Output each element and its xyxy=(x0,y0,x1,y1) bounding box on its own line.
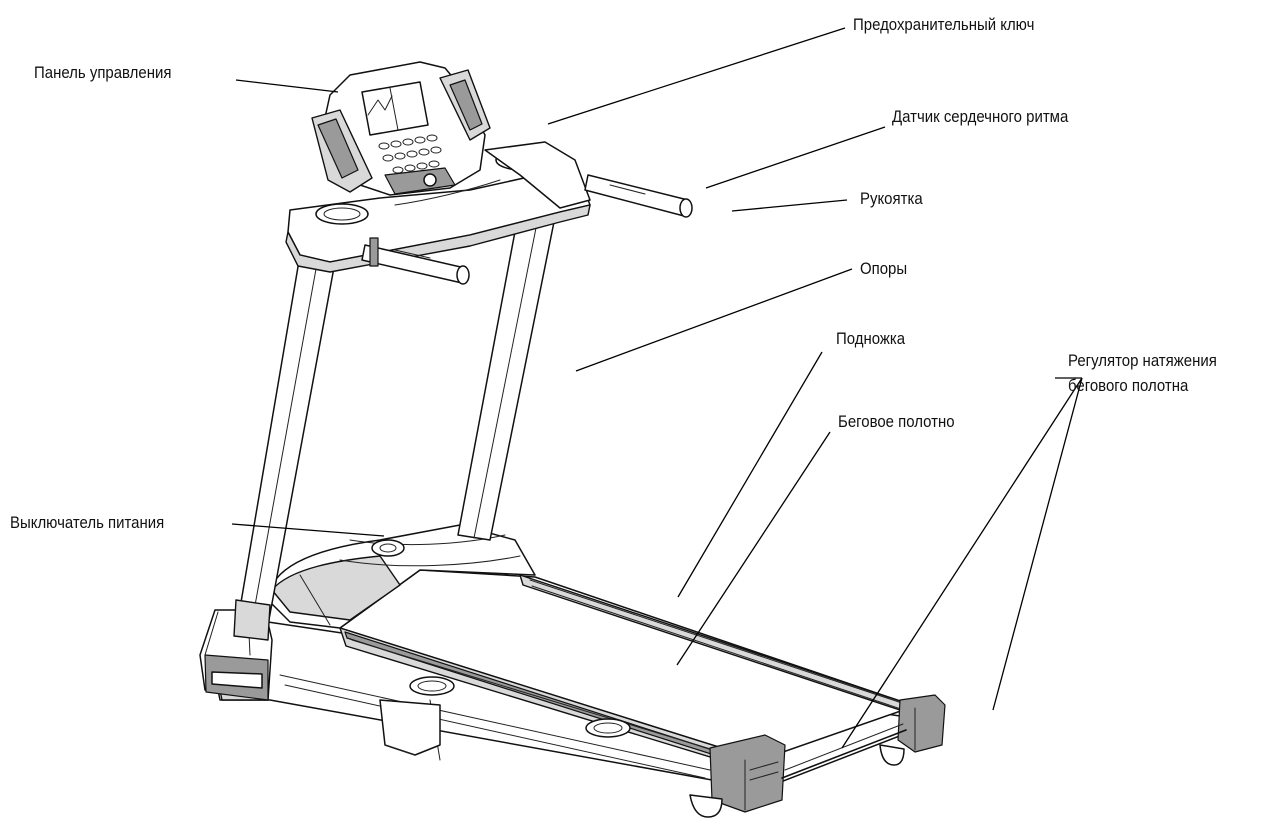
control-panel xyxy=(311,61,491,196)
label-footrest: Подножка xyxy=(836,329,906,348)
leader-control-panel xyxy=(235,79,339,93)
leader-belt-tension-3 xyxy=(992,377,1083,711)
label-power-switch: Выключатель питания xyxy=(10,513,165,532)
label-heart-rate-sensor: Датчик сердечного ритма xyxy=(892,107,1069,126)
leader-supports xyxy=(575,268,853,372)
treadmill-deck xyxy=(209,569,946,818)
label-belt-tension-line1: Регулятор натяжения xyxy=(1068,351,1217,370)
label-running-belt: Беговое полотно xyxy=(838,412,955,431)
leader-belt-tension-2 xyxy=(841,377,1083,749)
leader-power-switch xyxy=(231,523,385,537)
motor-hood xyxy=(267,524,536,629)
label-supports: Опоры xyxy=(860,259,908,278)
console-base xyxy=(285,141,591,273)
leader-safety-key xyxy=(547,27,846,125)
label-handle: Рукоятка xyxy=(860,189,923,208)
label-control-panel: Панель управления xyxy=(34,63,172,82)
leader-footrest xyxy=(677,351,823,598)
leader-heart-rate xyxy=(705,126,886,189)
keypad xyxy=(378,134,442,174)
leader-lines xyxy=(231,27,1083,749)
leader-handle xyxy=(731,199,848,212)
leader-running-belt xyxy=(676,431,831,666)
label-belt-tension-line2: бегового полотна xyxy=(1068,376,1189,395)
handles xyxy=(361,174,693,285)
label-safety-key: Предохранительный ключ xyxy=(853,15,1035,34)
